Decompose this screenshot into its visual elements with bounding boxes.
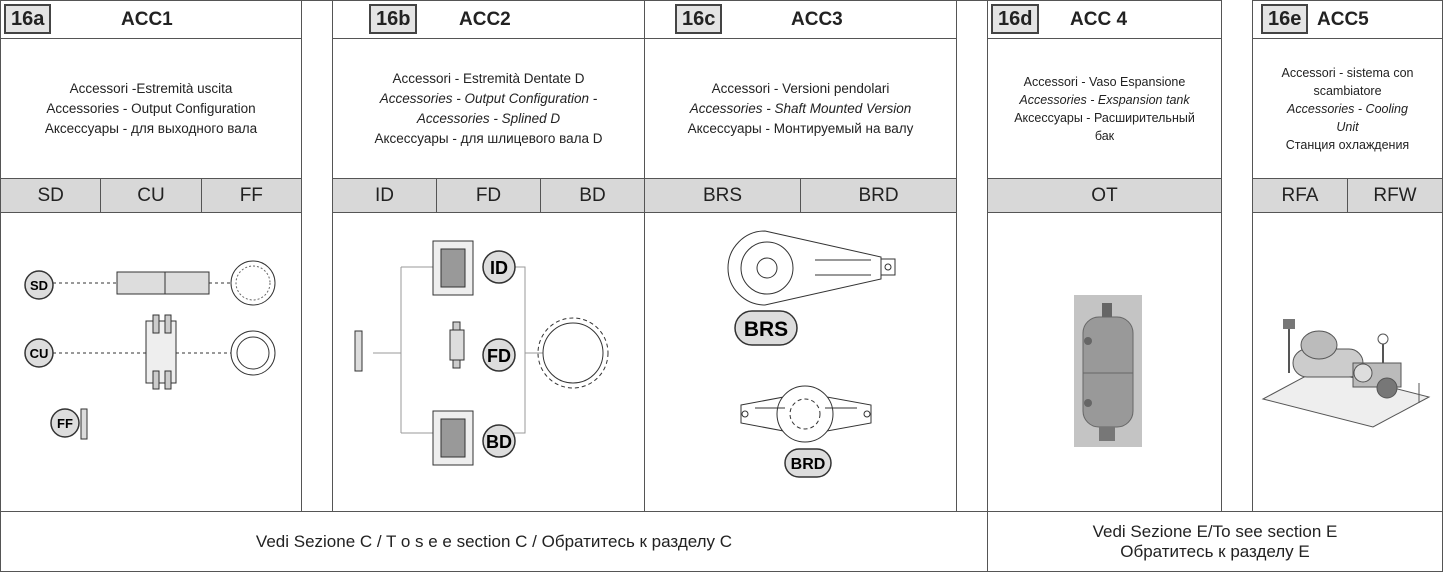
- accessory-description: Accessori - Versioni pendolari Accessori…: [645, 39, 956, 179]
- desc-italian: Accessori - Vaso Espansione: [1023, 74, 1186, 89]
- desc-russian: Аксессуары - для шлицевого вала D: [374, 130, 603, 146]
- desc-italian-2: scambiatore: [1313, 83, 1382, 98]
- desc-russian: Станция охлаждения: [1285, 137, 1410, 152]
- accessory-drawing: SD CU FF: [1, 213, 301, 511]
- accessory-description: Accessori - sistema con scambiatore Acce…: [1253, 39, 1442, 179]
- code-cell: BRD: [858, 185, 899, 206]
- desc-english: Accessories - Output Configuration -: [379, 90, 598, 106]
- code-cell: BD: [579, 185, 606, 206]
- accessory-title: ACC3: [791, 9, 843, 30]
- desc-english: Accessories - Cooling: [1287, 101, 1408, 116]
- panel-header: 16b ACC2: [333, 1, 644, 39]
- accessory-drawing: ID FD BD: [333, 213, 644, 511]
- accessory-title: ACC2: [459, 9, 511, 30]
- desc-italian: Accessori - Versioni pendolari: [711, 80, 890, 96]
- footer-right-line-2: Обратитесь к разделу E: [1120, 541, 1310, 561]
- code-cell: FD: [437, 179, 541, 212]
- desc-italian: Accessori - Estremità Dentate D: [392, 70, 585, 86]
- footer-right-line-1: Vedi Sezione E/To see section E: [1092, 521, 1338, 541]
- desc-english: Accessories - Output Configuration: [46, 100, 256, 116]
- callout-brs: BRS: [744, 318, 788, 341]
- code-cell: FF: [239, 185, 263, 206]
- code-cell: OT: [1091, 185, 1118, 206]
- code-cell: SD: [1, 179, 102, 212]
- callout-ff: FF: [57, 416, 73, 431]
- accessory-drawing: [988, 213, 1221, 511]
- section-tag: 16b: [369, 4, 418, 34]
- code-row: SD CU FF: [1, 179, 301, 213]
- code-cell: RFA: [1253, 179, 1348, 212]
- footer-left: Vedi Sezione C / T o s e e section C / О…: [0, 511, 988, 572]
- panel-acc1: 16a ACC1 Accessori -Estremità uscita Acc…: [0, 0, 302, 512]
- code-cell: ID: [333, 179, 437, 212]
- column-gap: [957, 0, 987, 512]
- accessory-drawing: [1253, 213, 1442, 511]
- panel-header: 16e ACC5: [1253, 1, 1442, 39]
- desc-russian-2: бак: [1094, 128, 1115, 143]
- accessory-title: ACC5: [1317, 9, 1369, 30]
- callout-sd: SD: [30, 278, 48, 293]
- accessory-description: Accessori -Estremità uscita Accessories …: [1, 39, 301, 179]
- footer-left-text: Vedi Sezione C / T o s e e section C / О…: [255, 531, 733, 551]
- code-row: ID FD BD: [333, 179, 644, 213]
- desc-english: Accessories - Exspansion tank: [1019, 92, 1190, 107]
- callout-bd: BD: [486, 432, 512, 452]
- column-gap: [302, 0, 332, 512]
- panel-acc3: 16c ACC3 Accessori - Versioni pendolari …: [644, 0, 957, 512]
- section-tag: 16c: [675, 4, 723, 34]
- code-row: OT: [988, 179, 1221, 213]
- desc-english-2: Unit: [1336, 119, 1359, 134]
- panel-header: 16a ACC1: [1, 1, 301, 39]
- accessory-title: ACC1: [121, 9, 173, 30]
- code-cell: RFW: [1373, 185, 1417, 206]
- desc-russian: Аксессуары - Расширительный: [1014, 110, 1195, 125]
- section-tag: 16d: [991, 4, 1040, 34]
- desc-russian: Аксессуары - для выходного вала: [44, 120, 258, 136]
- code-cell: BRS: [645, 179, 801, 212]
- panel-acc5: 16e ACC5 Accessori - sistema con scambia…: [1252, 0, 1443, 512]
- code-row: BRS BRD: [645, 179, 956, 213]
- footer-right: Vedi Sezione E/To see section E Обратите…: [987, 511, 1443, 572]
- accessory-title: ACC 4: [1070, 9, 1128, 30]
- panel-acc4: 16d ACC 4 Accessori - Vaso Espansione Ac…: [987, 0, 1222, 512]
- panel-acc2: 16b ACC2 Accessori - Estremità Dentate D…: [332, 0, 645, 512]
- desc-english-2: Accessories - Splined D: [416, 110, 561, 126]
- desc-english: Accessories - Shaft Mounted Version: [689, 100, 912, 116]
- callout-id: ID: [490, 258, 508, 278]
- section-tag: 16e: [1261, 4, 1309, 34]
- panel-header: 16d ACC 4: [988, 1, 1221, 39]
- section-tag: 16a: [4, 4, 52, 34]
- code-cell: CU: [101, 179, 202, 212]
- accessory-drawing: BRS BRD: [645, 213, 956, 511]
- desc-russian: Аксессуары - Монтируемый на валу: [687, 120, 914, 136]
- accessory-description: Accessori - Vaso Espansione Accessories …: [988, 39, 1221, 179]
- desc-italian: Accessori - sistema con: [1281, 65, 1414, 80]
- code-row: RFA RFW: [1253, 179, 1442, 213]
- callout-brd: BRD: [791, 456, 826, 473]
- callout-fd: FD: [487, 346, 511, 366]
- desc-italian: Accessori -Estremità uscita: [69, 80, 233, 96]
- panel-header: 16c ACC3: [645, 1, 956, 39]
- accessory-description: Accessori - Estremità Dentate D Accessor…: [333, 39, 644, 179]
- callout-cu: CU: [30, 346, 49, 361]
